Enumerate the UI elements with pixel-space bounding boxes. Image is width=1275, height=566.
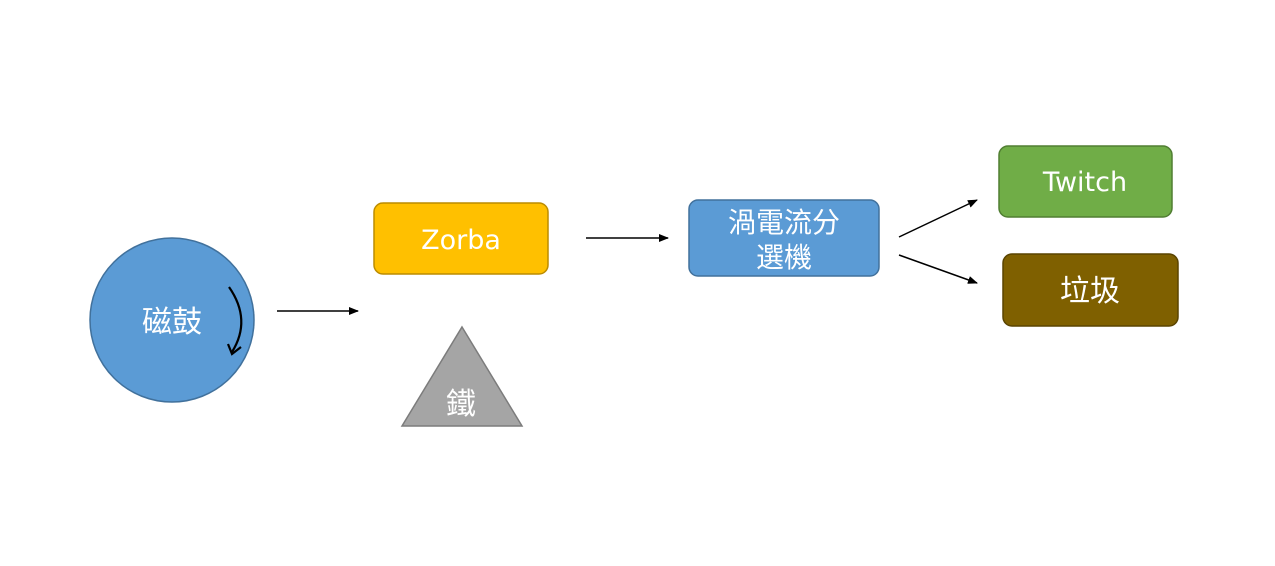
- drum-label: 磁鼓: [142, 305, 202, 340]
- zorba-node: Zorba: [373, 202, 549, 275]
- rotation-arrow-curve: [228, 286, 243, 353]
- zorba-box: [373, 202, 549, 275]
- iron-triangle: [400, 325, 524, 427]
- garbage-box: [1002, 253, 1179, 327]
- separator-label-line1: 渦電流分: [728, 206, 840, 239]
- arrow-separator-to-garbage: [898, 254, 978, 284]
- twitch-label: Twitch: [1042, 167, 1127, 198]
- rotation-arrow-head: [226, 343, 242, 356]
- twitch-node: Twitch: [998, 145, 1173, 218]
- garbage-label: 垃圾: [1060, 274, 1120, 309]
- separator-node: 渦電流分 選機: [688, 199, 880, 277]
- iron-node: 鐵: [400, 325, 524, 427]
- drum-node: 磁鼓: [89, 237, 255, 403]
- twitch-box: [998, 145, 1173, 218]
- zorba-label: Zorba: [421, 225, 501, 256]
- arrow-separator-to-twitch: [898, 199, 978, 238]
- separator-box: [688, 199, 880, 277]
- separator-label-line2: 選機: [756, 241, 812, 274]
- iron-label: 鐵: [446, 387, 476, 422]
- drum-circle: [89, 237, 255, 403]
- garbage-node: 垃圾: [1002, 253, 1179, 327]
